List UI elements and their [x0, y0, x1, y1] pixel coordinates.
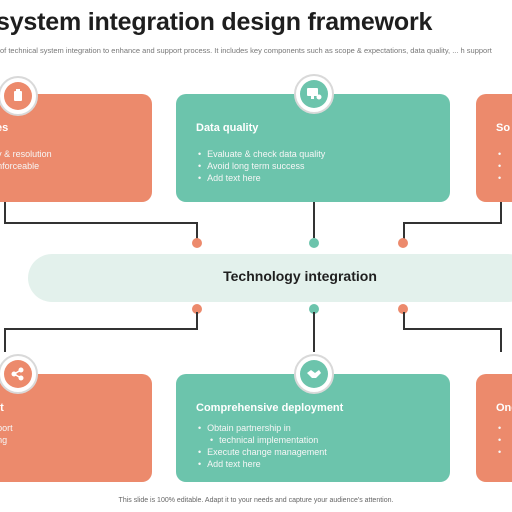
list-item [498, 172, 507, 184]
document-stack-icon [4, 82, 32, 110]
list-item: Evaluate & check data quality [198, 148, 325, 160]
list-item [498, 446, 507, 458]
connector-top-right-horizontal [404, 222, 502, 224]
list-item: ng [0, 434, 13, 446]
bottom-left-icon-circle [0, 354, 38, 394]
connector-bottom-left-vertical [4, 328, 6, 352]
footer-note: This slide is 100% editable. Adapt it to… [118, 497, 394, 504]
connector-dot-top-left [192, 238, 202, 248]
list-item [498, 422, 507, 434]
connector-dot-bottom-right [398, 304, 408, 314]
list-item [498, 148, 507, 160]
bottom-left-box-list: port ng [0, 422, 13, 446]
connector-top-center [313, 202, 315, 238]
data-quality-list: Evaluate & check data quality Avoid long… [198, 148, 325, 184]
connector-dot-bottom-center [309, 304, 319, 314]
top-right-box: So [476, 94, 512, 202]
bottom-right-box-heading: Ong [496, 402, 512, 414]
list-item: port [0, 422, 13, 434]
list-item: Execute change management [198, 446, 327, 458]
page-subtitle: of technical system integration to enhan… [0, 46, 492, 55]
list-item [498, 160, 507, 172]
list-item: y & resolution [0, 148, 52, 160]
technology-integration-label: Technology integration [223, 268, 377, 284]
bottom-center-icon-circle [294, 354, 334, 394]
top-right-box-heading: So [496, 122, 511, 134]
list-item: Avoid long term success [198, 160, 325, 172]
connector-bottom-right-rise [403, 312, 405, 330]
connector-dot-top-center [309, 238, 319, 248]
connector-bottom-left-rise [196, 312, 198, 330]
comprehensive-deployment-heading: Comprehensive deployment [196, 402, 344, 414]
connector-bottom-right-horizontal [404, 328, 502, 330]
technology-integration-band [28, 254, 512, 302]
connector-dot-bottom-left [192, 304, 202, 314]
top-right-box-list [498, 148, 507, 184]
connector-top-left-drop [196, 222, 198, 240]
connector-top-right-vertical [500, 200, 502, 224]
connector-top-left-vertical [4, 200, 6, 224]
list-item: Obtain partnership in [198, 422, 327, 434]
page-title: system integration design framework [0, 8, 433, 36]
top-left-icon-circle [0, 76, 38, 116]
connector-top-left-horizontal [4, 222, 198, 224]
connector-bottom-right-vertical [500, 328, 502, 352]
comprehensive-deployment-list: Obtain partnership in technical implemen… [198, 422, 327, 470]
network-nodes-icon [4, 360, 32, 388]
list-item: Add text here [198, 172, 325, 184]
top-center-icon-circle [294, 74, 334, 114]
data-quality-box: Data quality Evaluate & check data quali… [176, 94, 450, 202]
list-item [498, 434, 507, 446]
list-item: Add text here [198, 458, 327, 470]
top-left-box-list: y & resolution nforceable [0, 148, 52, 172]
connector-dot-top-right [398, 238, 408, 248]
connector-bottom-center [313, 312, 315, 352]
top-left-box-heading: es [0, 122, 9, 134]
list-item: nforceable [0, 160, 52, 172]
data-monitor-icon [300, 80, 328, 108]
bottom-left-box-heading: et [0, 402, 4, 414]
bottom-right-box: Ong [476, 374, 512, 482]
bottom-right-box-list [498, 422, 507, 458]
list-item: technical implementation [198, 434, 327, 446]
handshake-icon [300, 360, 328, 388]
connector-bottom-left-horizontal [4, 328, 198, 330]
connector-top-right-drop [403, 222, 405, 240]
data-quality-heading: Data quality [196, 122, 259, 134]
